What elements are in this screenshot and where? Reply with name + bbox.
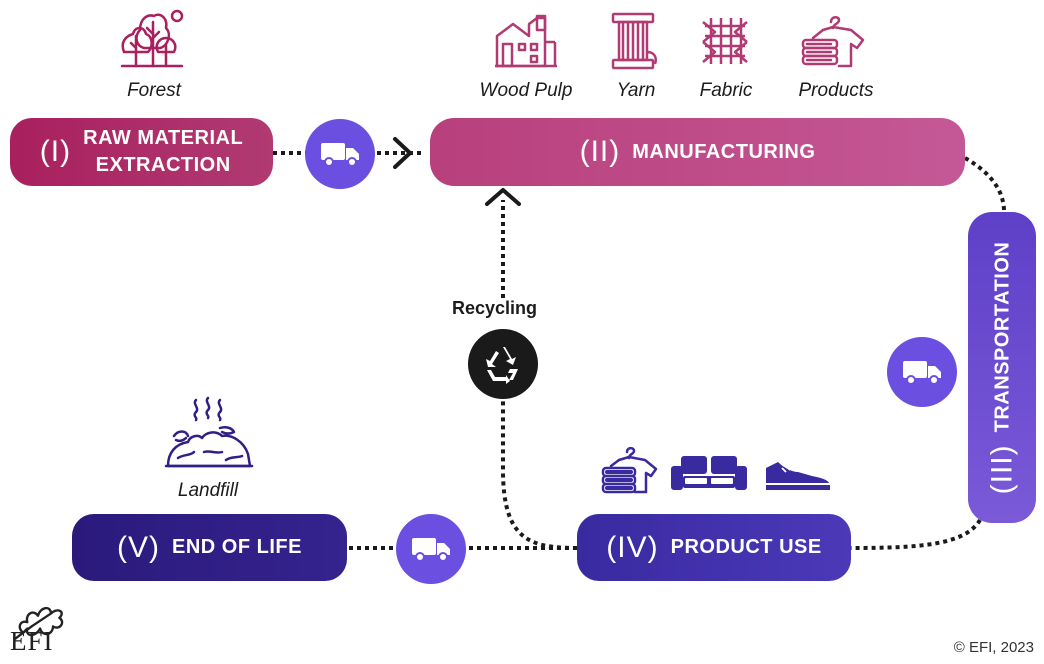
sofa-icon: [671, 456, 747, 490]
link-transportation-to-product-use: [850, 518, 982, 550]
stage-numeral: (IV): [606, 530, 659, 564]
link-product-use-to-recycling: [501, 399, 578, 550]
stage-numeral: (V): [117, 530, 161, 564]
recycling-label: Recycling: [452, 298, 538, 318]
trees-icon: [120, 9, 184, 68]
oak-leaf-icon: [13, 607, 64, 641]
truck-icon: [412, 538, 450, 562]
factory-icon: [495, 14, 557, 68]
recycling-badge: [468, 329, 538, 399]
fabric-weave-icon: [702, 18, 748, 64]
efi-logo-text: EFI: [10, 626, 54, 656]
truck-badge-1: [305, 119, 375, 189]
stage-name: TRANSPORTATION: [990, 241, 1013, 432]
stage-numeral: (III): [985, 443, 1019, 494]
recycle-icon: [486, 347, 518, 384]
caption-yarn: Yarn: [616, 80, 656, 101]
stage-name: PRODUCT USE: [670, 536, 822, 558]
stage-manufacturing: (II) MANUFACTURING: [430, 118, 965, 186]
copyright-notice: © EFI, 2023: [953, 639, 1034, 656]
caption-wood-pulp: Wood Pulp: [479, 80, 573, 101]
stage-end-of-life: (V) END OF LIFE: [72, 514, 347, 581]
truck-icon: [903, 361, 941, 385]
stage-name-line-1: RAW MATERIAL: [83, 127, 244, 149]
stage-name: MANUFACTURING: [632, 140, 816, 163]
stage-numeral: (I): [39, 135, 72, 168]
truck-icon: [321, 143, 359, 167]
stage-raw-material-extraction: (I) RAW MATERIAL EXTRACTION: [10, 118, 273, 186]
stage-name-line-2: EXTRACTION: [95, 154, 231, 176]
arrowhead-up: [485, 188, 521, 206]
spool-icon: [611, 12, 657, 70]
stage-numeral: (II): [579, 135, 621, 168]
caption-forest: Forest: [127, 80, 181, 101]
folded-clothes-icon: [801, 16, 865, 68]
folded-clothes-icon: [601, 446, 658, 494]
arrowhead-right: [393, 137, 412, 169]
stage-name: END OF LIFE: [172, 536, 302, 558]
caption-landfill: Landfill: [177, 480, 239, 501]
stage-product-use: (IV) PRODUCT USE: [577, 514, 851, 581]
landfill-icon: [164, 396, 254, 468]
caption-products: Products: [798, 80, 874, 101]
caption-fabric: Fabric: [699, 80, 753, 101]
truck-badge-3: [396, 514, 466, 584]
sneaker-icon: [766, 462, 830, 490]
truck-badge-2: [887, 337, 957, 407]
link-manufacturing-to-transportation: [964, 156, 1007, 216]
stage-transportation: (III) TRANSPORTATION: [968, 212, 1036, 523]
